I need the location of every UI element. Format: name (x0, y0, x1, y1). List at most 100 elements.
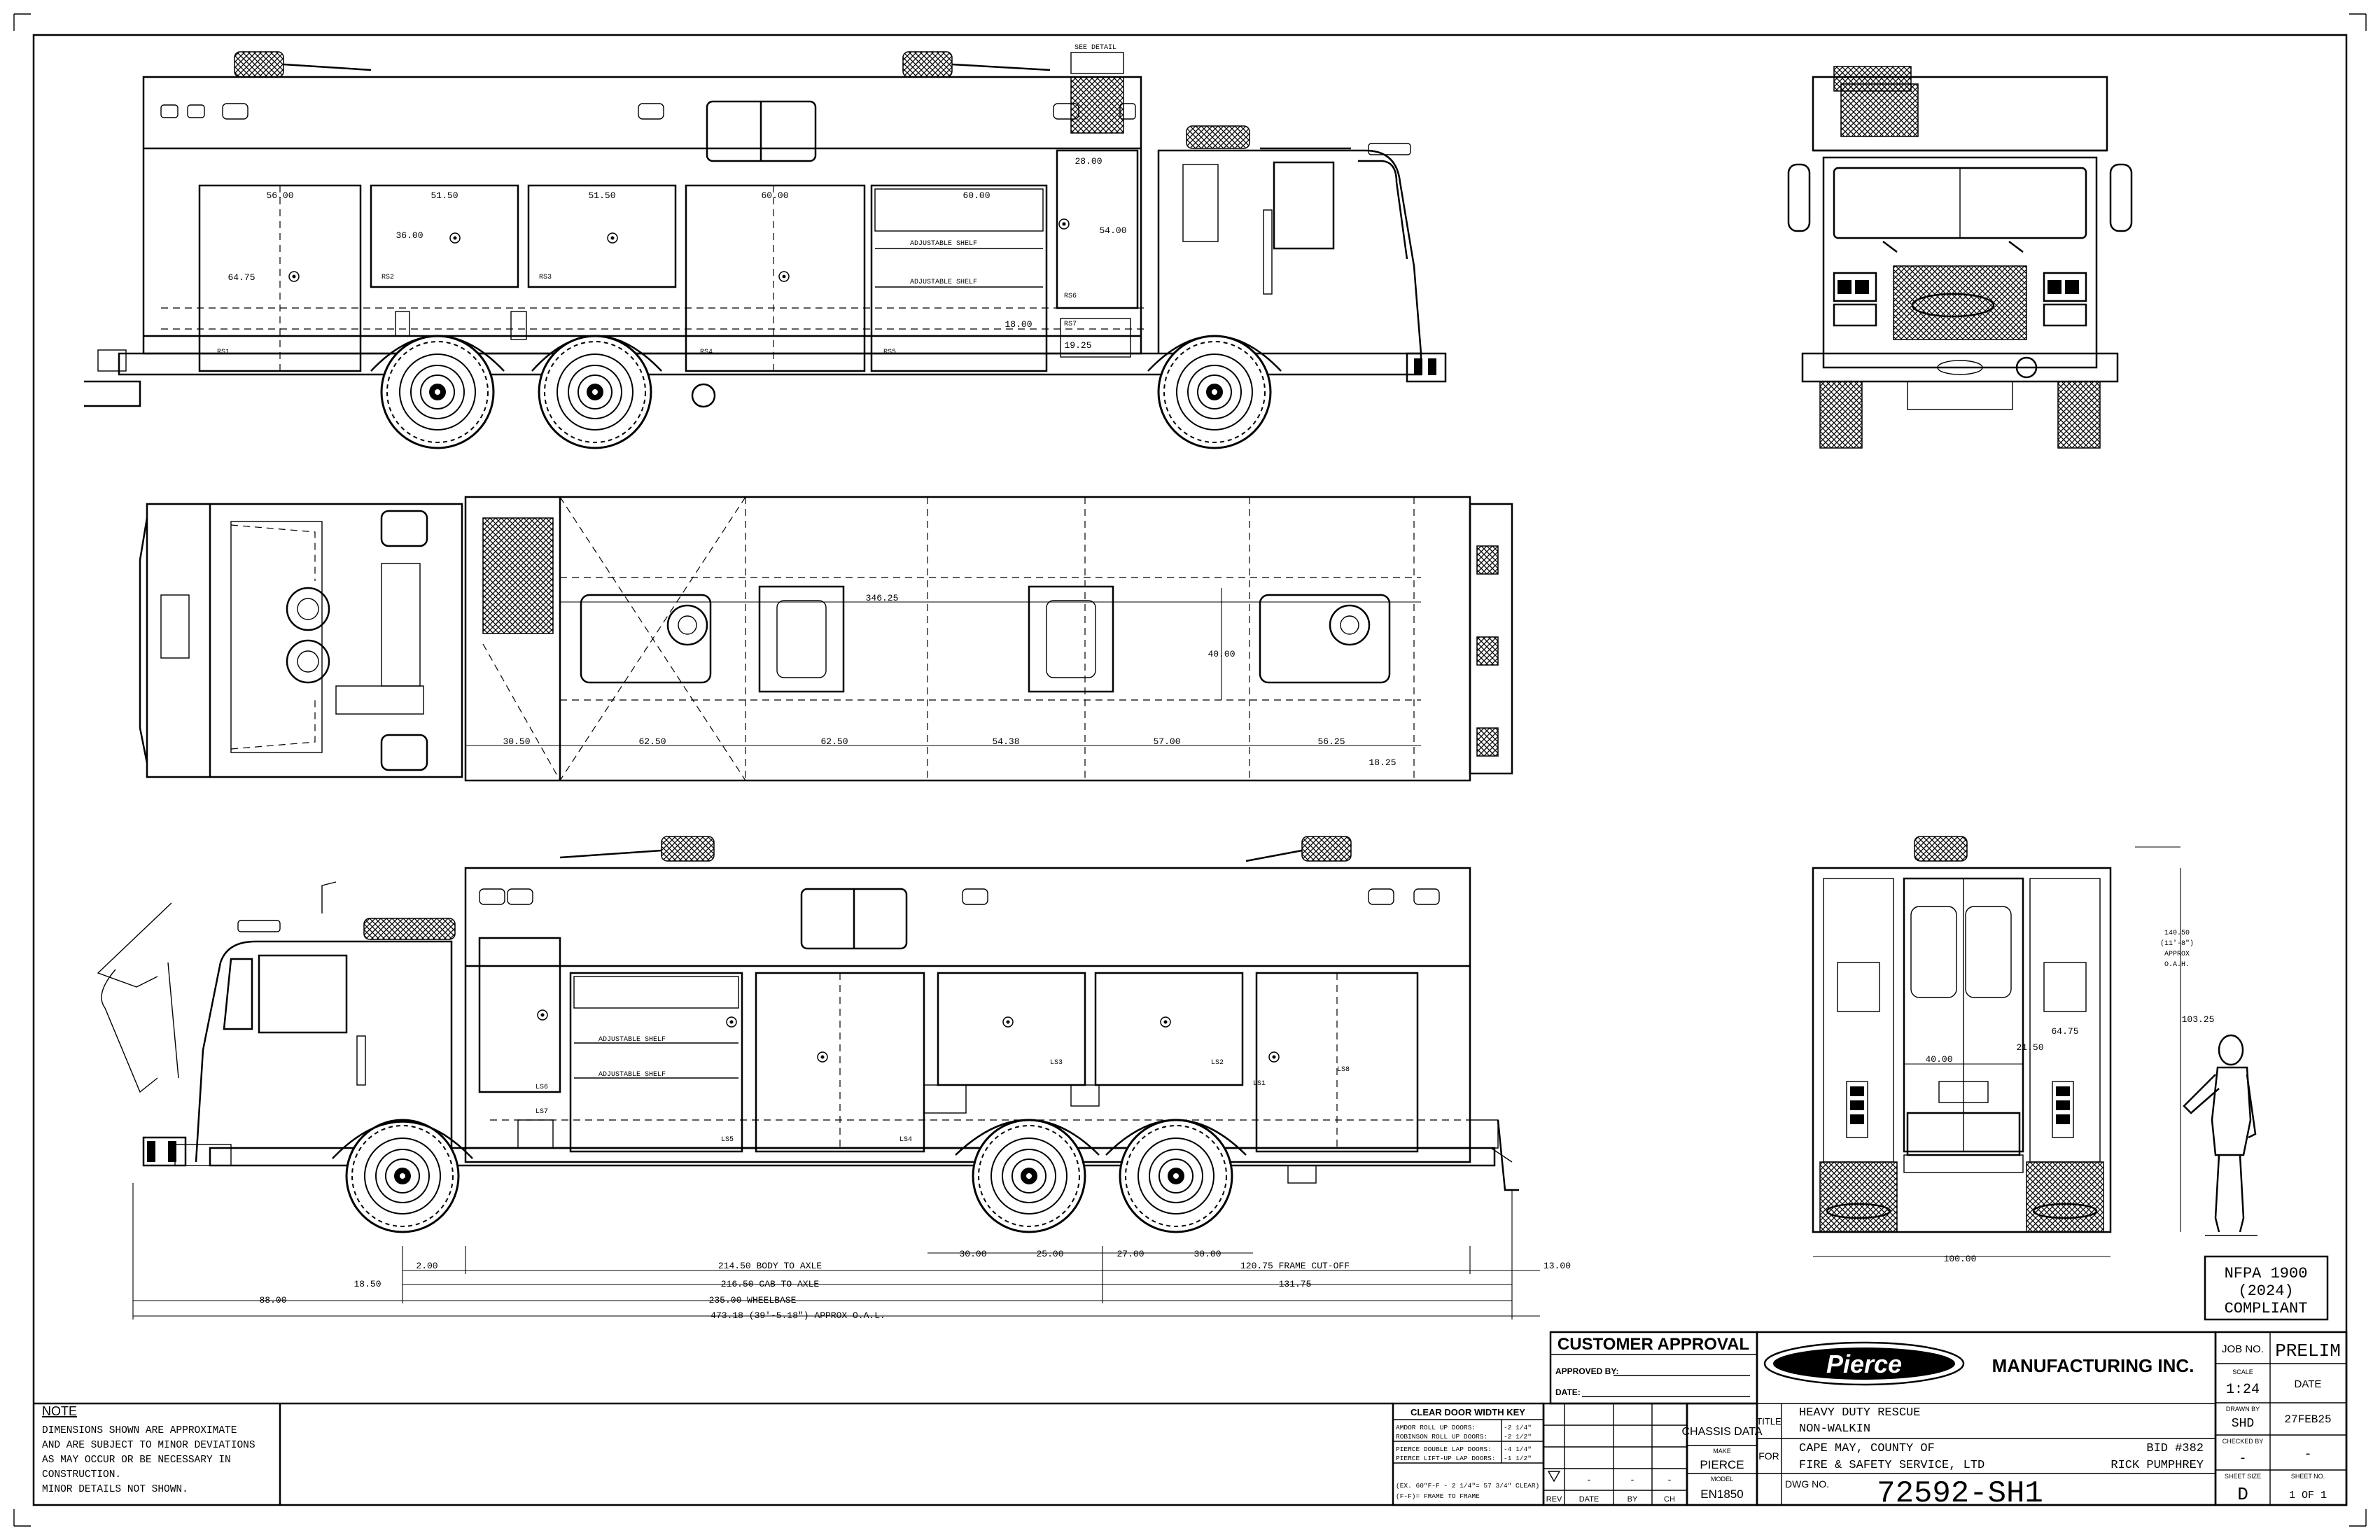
compliance-line-2: (2024) (2238, 1282, 2293, 1300)
rev-col-rev: REV (1546, 1495, 1562, 1504)
dim-top-seg-6: 56.25 (1317, 736, 1345, 747)
door-key-footnote: (F-F)= FRAME TO FRAME (1396, 1492, 1480, 1500)
job-no: PRELIM (2275, 1340, 2341, 1362)
dim-top-seg-3: 62.50 (820, 736, 848, 747)
rev-col-date: DATE (1579, 1495, 1600, 1504)
dim-rear-width: 100.00 (1944, 1254, 1977, 1264)
tag-rs1: RS1 (217, 349, 230, 356)
revision-block: REV DATE BY CH - - - (1542, 1402, 1688, 1506)
dim-rs4-width: 60.00 (761, 190, 788, 201)
dim-rs2-width: 51.50 (430, 190, 458, 201)
model-label: MODEL (1711, 1476, 1733, 1483)
dim-overall-length: 473.18 (39'-5.18") APPROX O.A.L. (710, 1310, 886, 1321)
rev-val-date: - (1588, 1474, 1591, 1485)
dim-131-75: 131.75 (1279, 1279, 1312, 1289)
front-view (1787, 66, 2133, 449)
customer-approval-block: CUSTOMER APPROVAL APPROVED BY: DATE: (1549, 1331, 1758, 1405)
job-no-label: JOB NO. (2222, 1343, 2264, 1355)
title-block: Pierce MANUFACTURING INC. TITLE HEAVY DU… (1756, 1331, 2217, 1511)
dim-cab-to-axle: 216.50 CAB TO AXLE (721, 1279, 820, 1289)
dim-13-00: 13.00 (1544, 1261, 1571, 1271)
door-key-row-2: ROBINSON ROLL UP DOORS: (1396, 1433, 1488, 1441)
scale-human-figure (2183, 1034, 2258, 1236)
dim-rs1-height: 64.75 (227, 272, 255, 283)
tag-ls8: LS8 (1337, 1066, 1350, 1074)
drawing-date: 27FEB25 (2284, 1413, 2331, 1426)
dim-top-seg-4: 54.38 (992, 736, 1019, 747)
rev-col-by: BY (1628, 1495, 1638, 1504)
top-detail-tag: SEE DETAIL (1074, 44, 1116, 52)
chassis-make: PIERCE (1700, 1458, 1744, 1471)
oah-line-4: O.A.H. (2164, 961, 2190, 969)
dim-top-seg-1: 30.50 (503, 736, 530, 747)
dim-axle-4: 30.00 (1194, 1249, 1221, 1259)
rev-val-by: - (1631, 1474, 1634, 1485)
note-line-2: AND ARE SUBJECT TO MINOR DEVIATIONS (42, 1440, 255, 1451)
dim-rs6-height: 54.00 (1099, 225, 1126, 236)
tag-rs5: RS5 (883, 349, 896, 356)
sheet-no-label: SHEET NO. (2291, 1473, 2325, 1480)
drawn-by-label: DRAWN BY (2226, 1406, 2260, 1413)
tag-rs3: RS3 (539, 274, 552, 281)
tag-ls6: LS6 (536, 1084, 548, 1091)
make-label: MAKE (1713, 1448, 1731, 1455)
title-label: TITLE (1756, 1416, 1782, 1427)
rear-view: 40.00 21.50 64.75 103.25 100.00 140.50 (… (1812, 836, 2214, 1264)
dim-misc-1: 18.00 (1004, 319, 1032, 330)
checked-date: - (2304, 1448, 2312, 1462)
notes-block: NOTE DIMENSIONS SHOWN ARE APPROXIMATE AN… (34, 1402, 1393, 1505)
curb-side-view: 56.00 51.50 51.50 60.00 60.00 28.00 64.7… (84, 44, 1447, 449)
tag-ls7: LS7 (536, 1108, 548, 1116)
door-key-example: (EX. 60"F-F - 2 1/4"= 57 3/4" CLEAR) (1396, 1482, 1539, 1490)
checked-by: - (2239, 1452, 2247, 1466)
body-outline (142, 76, 1142, 355)
rev-col-ch: CH (1664, 1495, 1675, 1504)
sheet-size: D (2237, 1484, 2248, 1505)
salesperson: RICK PUMPHREY (2110, 1459, 2204, 1472)
job-block: JOB NO. PRELIM SCALE 1:24 DATE DRAWN BY … (2214, 1331, 2348, 1506)
dim-88-00: 88.00 (259, 1295, 286, 1306)
dim-18-50: 18.50 (354, 1279, 381, 1289)
company-name: MANUFACTURING INC. (1992, 1355, 2194, 1376)
compliance-line-3: COMPLIANT (2225, 1300, 2308, 1317)
title-line-2: NON-WALKIN (1799, 1422, 1870, 1436)
dim-axle-1: 30.00 (959, 1249, 986, 1259)
door-key-val-3: -4 1/4" (1504, 1446, 1532, 1453)
dim-misc-2: 19.25 (1064, 340, 1091, 351)
oah-line-1: 140.50 (2164, 930, 2190, 937)
approval-date-label: DATE: (1555, 1387, 1581, 1397)
door-width-key: CLEAR DOOR WIDTH KEY AMDOR ROLL UP DOORS… (1392, 1402, 1545, 1506)
shelf-label-ls-2: ADJUSTABLE SHELF (598, 1071, 666, 1079)
drawing-number: 72592-SH1 (1877, 1476, 2043, 1511)
dim-axle-3: 27.00 (1116, 1249, 1144, 1259)
dim-rear-door-width: 40.00 (1925, 1054, 1952, 1065)
driver-body-outline (464, 867, 1471, 1163)
rev-val-ch: - (1668, 1474, 1672, 1485)
driver-side-view: LS1 LS2 LS3 LS4 LS5 LS6 LS7 LS8 ADJUSTAB… (97, 836, 1571, 1321)
pierce-logo: Pierce (1826, 1350, 1902, 1378)
dim-top-width: 40.00 (1208, 649, 1235, 659)
note-line-4: CONSTRUCTION. (42, 1469, 121, 1480)
shelf-label-ls-1: ADJUSTABLE SHELF (598, 1036, 666, 1044)
customer-line-1: CAPE MAY, COUNTY OF (1799, 1442, 1935, 1455)
dim-body-to-axle: 214.50 BODY TO AXLE (718, 1261, 822, 1271)
note-line-5: MINOR DETAILS NOT SHOWN. (42, 1484, 188, 1495)
dim-wheelbase: 235.00 WHEELBASE (709, 1295, 797, 1306)
tag-rs6: RS6 (1064, 293, 1077, 300)
door-key-val-2: -2 1/2" (1504, 1433, 1532, 1441)
dim-frame-cutoff: 120.75 FRAME CUT-OFF (1240, 1261, 1350, 1271)
tag-ls5: LS5 (721, 1136, 734, 1144)
door-key-val-4: -1 1/2" (1504, 1455, 1532, 1462)
chassis-model: EN1850 (1700, 1488, 1743, 1501)
chassis-data-block: CHASSIS DATA MAKE PIERCE MODEL EN1850 (1682, 1402, 1763, 1506)
checked-by-label: CHECKED BY (2222, 1438, 2264, 1445)
door-key-row-3: PIERCE DOUBLE LAP DOORS: (1396, 1446, 1492, 1453)
dim-rs1-width: 56.00 (266, 190, 293, 201)
tag-rs4: RS4 (700, 349, 713, 356)
tag-rs7: RS7 (1064, 321, 1077, 328)
dim-rs3-width: 51.50 (588, 190, 615, 201)
dim-top-overall: 346.25 (866, 593, 899, 603)
for-label: FOR (1758, 1450, 1779, 1462)
bid-number: BID #382 (2146, 1442, 2204, 1455)
dim-rear-21-50: 21.50 (2016, 1042, 2043, 1053)
